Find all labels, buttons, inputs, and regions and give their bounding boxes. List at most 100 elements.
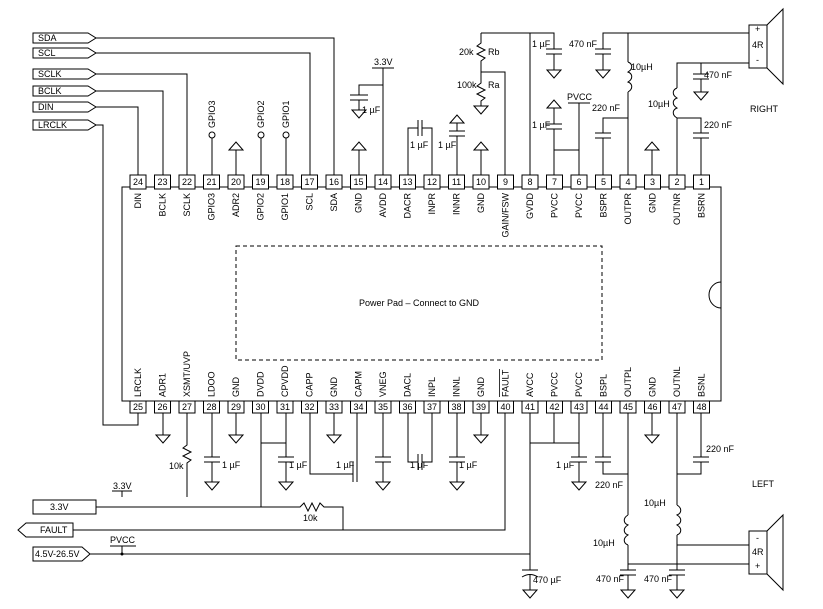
gnd10-symbol: [472, 141, 490, 175]
outpr-inductor-label: 10µH: [631, 62, 653, 72]
pin-number: 38: [451, 402, 461, 412]
outnl-cap-label: 470 nF: [644, 574, 673, 584]
gpio2-label: GPIO2: [256, 100, 266, 128]
outpl-cap-label: 470 nF: [596, 574, 625, 584]
pin-name: GND: [476, 377, 486, 398]
bsnl-cap-label: 220 nF: [706, 444, 735, 454]
ra-name: Ra: [488, 80, 500, 90]
pin-number: 44: [598, 402, 608, 412]
chip-notch: [708, 281, 722, 309]
pin-name: FAULT: [501, 369, 511, 397]
pin-number: 46: [647, 402, 657, 412]
left-speaker: 4R - + LEFT: [748, 479, 784, 592]
innl-cap: 1 µF: [448, 413, 478, 491]
pin-name: INNL: [452, 376, 462, 397]
bclk-tag-label: BCLK: [38, 86, 62, 96]
fault-output-tag: [17, 522, 74, 538]
pvcc-left-cap: 1 µF: [530, 413, 588, 491]
fault-pullup-label: 10k: [303, 513, 318, 523]
pin-number: 21: [206, 177, 216, 187]
right-speaker: 4R + - RIGHT: [748, 7, 784, 114]
left-speaker-minus: -: [756, 533, 759, 543]
gnd33: [325, 413, 343, 444]
ldoo-cap: 1 µF: [203, 413, 241, 491]
bspl-cap-label: 220 nF: [595, 480, 624, 490]
pin-number: 10: [476, 177, 486, 187]
pin-name: DVDD: [256, 371, 266, 397]
pin-number: 26: [157, 402, 167, 412]
pin-name: SDA: [329, 193, 339, 212]
pin-number: 18: [280, 177, 290, 187]
pin-name: XSMT/UVP: [182, 351, 192, 397]
pin-number: 37: [427, 402, 437, 412]
pin-number: 19: [255, 177, 265, 187]
pin-number: 13: [402, 177, 412, 187]
left-speaker-impedance: 4R: [752, 547, 764, 557]
innl-cap-label: 1 µF: [459, 460, 478, 470]
pvcc-top-rail-label: PVCC: [567, 92, 593, 102]
pin-number: 28: [206, 402, 216, 412]
top-pin-row: 24DIN23BCLK22SCLK21GPIO320ADR219GPIO218G…: [129, 174, 710, 238]
vin-tag-label: 4.5V-26.5V: [35, 549, 80, 559]
pin-number: 5: [601, 177, 606, 187]
gain-divider: 20k Rb 100k Ra: [457, 33, 506, 175]
xsmt-pullup: 10k 3.3V: [112, 413, 193, 497]
v33-top-rail-label: 3.3V: [374, 57, 393, 67]
adr2-tie-symbol: [227, 141, 245, 175]
pin-name: GND: [648, 193, 658, 214]
pin-name: DIN: [133, 193, 143, 209]
bspr-cap-label: 220 nF: [592, 103, 621, 113]
pin-number: 30: [255, 402, 265, 412]
pin-number: 27: [182, 402, 192, 412]
pin-38: 38 INNL: [448, 376, 465, 414]
pin-name: GND: [231, 377, 241, 398]
gpio3-label: GPIO3: [207, 100, 217, 128]
pin-name: ADR2: [231, 193, 241, 217]
pin-number: 25: [133, 402, 143, 412]
rb-name: Rb: [488, 47, 500, 57]
adr1-gnd: [154, 413, 172, 444]
pin-number: 4: [625, 177, 630, 187]
pin-name: SCLK: [182, 193, 192, 217]
pin-name: GND: [476, 193, 486, 214]
gnd15-symbol: [350, 141, 368, 175]
pin-number: 35: [378, 402, 388, 412]
pin-number: 33: [329, 402, 339, 412]
gvdd-cap: 1 µF: [481, 32, 563, 175]
sclk-tag-label: SCLK: [38, 69, 62, 79]
pin-number: 45: [623, 402, 633, 412]
pin-number: 8: [527, 177, 532, 187]
pin-number: 42: [549, 402, 559, 412]
gpio1-label: GPIO1: [281, 100, 291, 128]
pin-name: BSPR: [599, 193, 609, 218]
v33-bottom-rail-label: 3.3V: [113, 481, 132, 491]
flying-cap: 1 µF: [309, 413, 358, 482]
pin-number: 15: [353, 177, 363, 187]
pin-name: PVCC: [550, 371, 560, 397]
innr-cap: 1 µF: [438, 114, 466, 175]
pin-number: 14: [378, 177, 388, 187]
pin-number: 12: [427, 177, 437, 187]
power-pad: [235, 245, 603, 361]
power-pad-label: Power Pad – Connect to GND: [359, 298, 480, 308]
bspl-cap: 220 nF: [595, 413, 628, 490]
right-channel-label: RIGHT: [750, 104, 779, 114]
